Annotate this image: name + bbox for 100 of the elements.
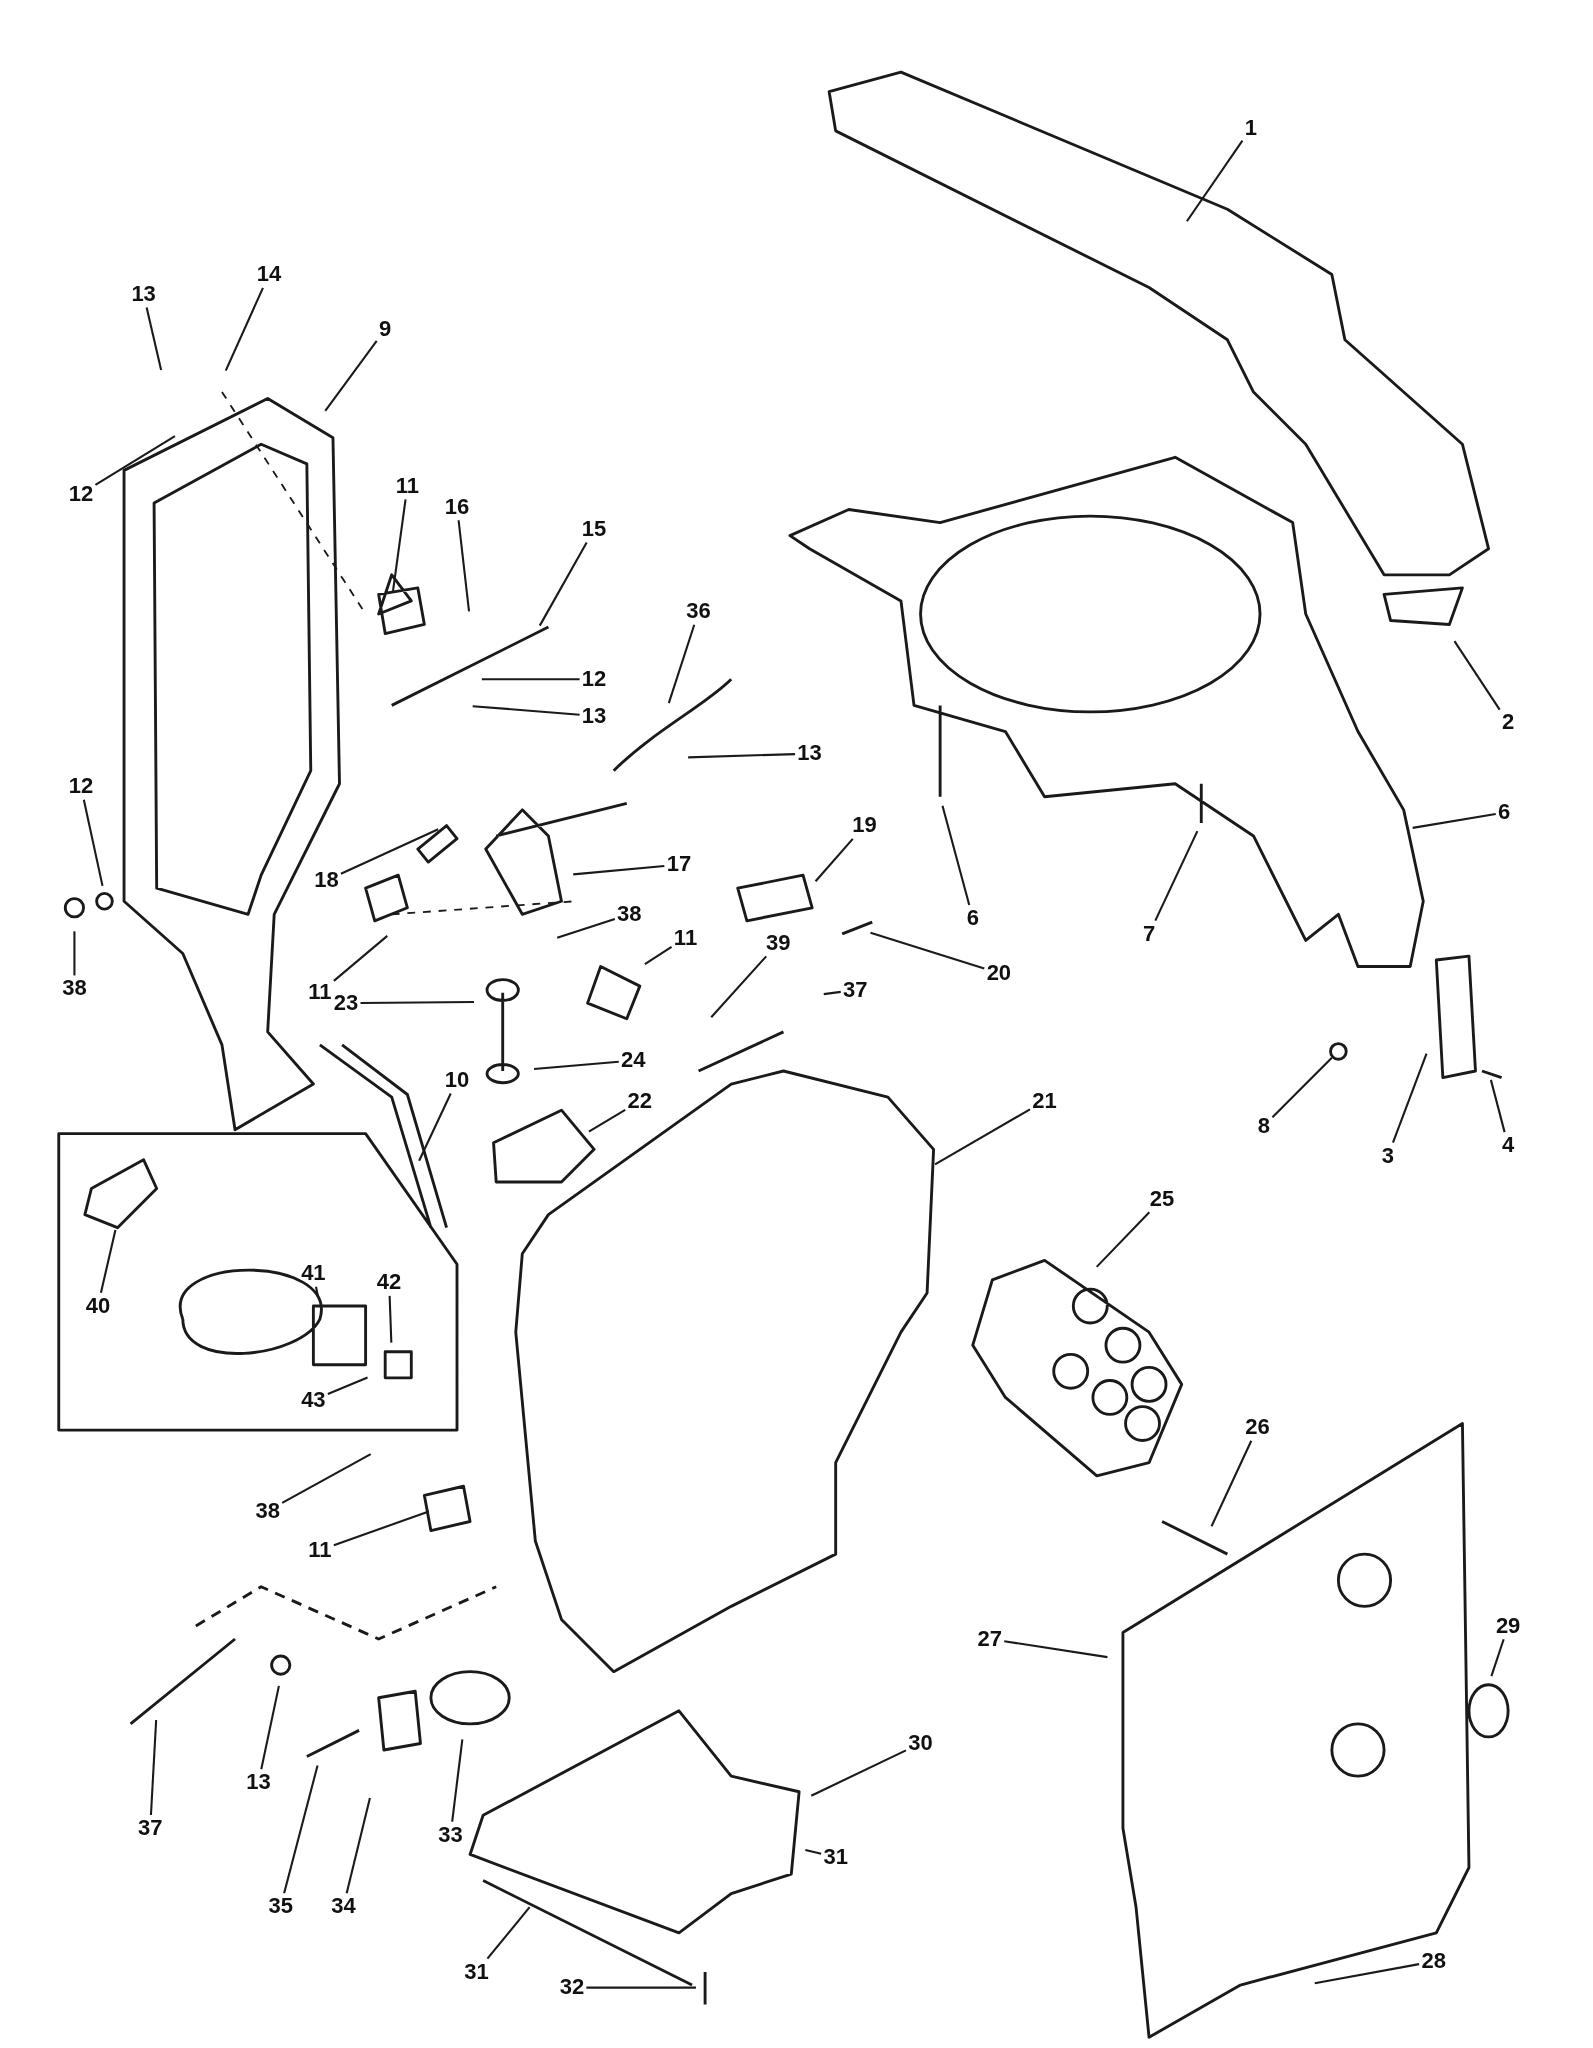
callout-number: 42 [375,1270,403,1295]
leader-line [941,805,971,906]
callout-number: 8 [1256,1113,1272,1138]
leader-line [481,678,580,681]
callout-number: 14 [255,262,283,287]
leader-line [451,1739,464,1822]
leader-line [1271,1057,1333,1119]
leader-line [533,1060,619,1070]
leader-line [810,1749,907,1797]
callout-number: 28 [1420,1949,1447,1974]
leader-line [1154,830,1199,922]
callout-number: 37 [136,1816,164,1841]
leader-line [814,838,854,882]
leader-line [1412,812,1496,829]
leader-line [260,1685,280,1770]
leader-line [1392,1053,1428,1143]
leader-line [327,1376,368,1395]
callout-number: 38 [616,902,643,926]
leader-line [472,705,580,716]
callout-number: 21 [1031,1088,1058,1113]
callout-number: 26 [1244,1415,1271,1440]
leader-line [73,931,76,976]
leader-line [934,1108,1031,1166]
callout-number: 13 [245,1770,272,1795]
leader-line [588,1108,626,1133]
leader-line [99,1229,117,1293]
callout-number: 13 [130,281,157,306]
leader-line [283,1765,319,1894]
callout-number: 15 [580,516,608,541]
callout-number: 39 [765,930,792,955]
callout-number: 43 [300,1387,327,1412]
callout-number: 38 [61,976,88,1001]
leader-line [345,1797,371,1894]
leader-line [870,931,985,970]
leader-line [314,1286,320,1298]
leader-line [82,799,104,887]
leader-line [324,340,378,412]
callout-number: 13 [580,703,608,728]
leader-line [391,499,407,593]
callout-number: 11 [394,473,420,498]
leader-line [388,1295,393,1343]
callout-number: 25 [1148,1186,1176,1211]
callout-number: 18 [313,868,340,893]
leader-line [486,1906,531,1960]
callout-number: 41 [300,1261,327,1286]
callout-number: 19 [851,813,878,838]
leader-line [94,435,176,486]
leader-line [644,945,673,966]
leader-line [1489,1079,1506,1133]
callout-number: 11 [672,925,699,950]
callout-number: 20 [985,960,1013,985]
callout-number: 31 [463,1959,490,1984]
leader-line [586,1986,696,1989]
leader-line [333,1510,430,1547]
leader-line [360,1000,474,1005]
callout-number: 2 [1501,710,1516,735]
leader-line [1004,1640,1108,1659]
leader-line [538,541,588,627]
callout-number: 10 [443,1067,471,1092]
leader-line [805,1849,822,1855]
callout-number: 4 [1501,1133,1516,1158]
callout-number: 12 [67,774,95,799]
callout-number: 7 [1141,921,1157,946]
callout-number: 22 [626,1088,654,1113]
leader-line [149,1719,158,1816]
callout-number: 30 [907,1731,934,1756]
leader-line [457,520,471,612]
leader-line [333,935,388,982]
callout-number: 27 [976,1626,1003,1651]
callout-number: 17 [665,852,693,877]
callout-number: 24 [620,1048,647,1073]
leader-line [573,864,665,876]
callout-number: 36 [685,599,712,624]
leader-line [1210,1440,1253,1527]
leader-line [556,918,616,939]
callout-number: 13 [796,741,823,766]
callout-number: 9 [378,317,393,342]
leader-line [667,624,696,704]
callout-number: 32 [558,1975,586,2000]
leader-line [1095,1211,1151,1268]
leader-line [1453,640,1501,711]
callout-number: 16 [443,494,471,519]
callout-number: 38 [254,1498,281,1523]
callout-number: 35 [267,1894,294,1919]
leader-line [688,753,796,759]
callout-number: 12 [67,481,95,506]
callout-number: 11 [307,980,333,1005]
callout-number: 3 [1380,1143,1396,1168]
leader-line [281,1453,372,1504]
callout-number: 11 [307,1537,333,1562]
callout-number: 33 [437,1822,464,1847]
callout-number: 12 [580,666,608,691]
callout-number: 1 [1243,115,1258,140]
callout-number: 34 [330,1894,357,1919]
leader-line [710,955,767,1018]
callout-number: 31 [822,1844,849,1869]
leader-line [1490,1638,1505,1677]
callout-number: 6 [1497,800,1512,825]
callout-number: 23 [332,990,360,1015]
leader-line [145,307,163,371]
